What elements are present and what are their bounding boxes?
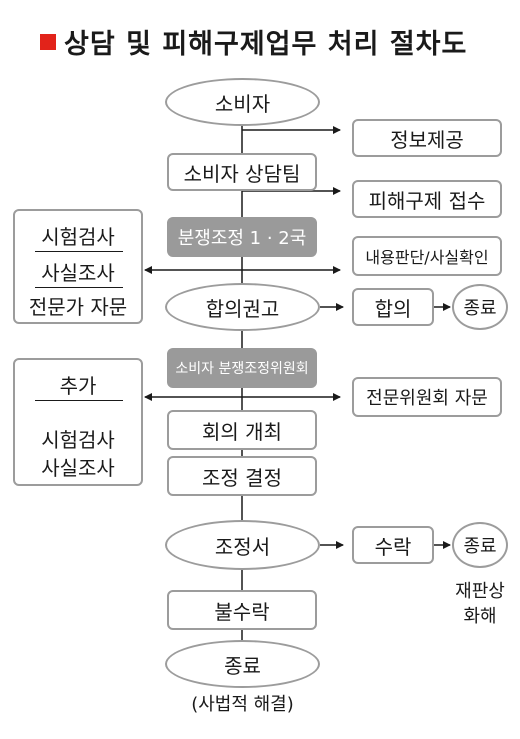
node-mediation-doc: 조정서 <box>165 520 320 570</box>
left-box1-divider-2 <box>35 287 123 288</box>
accept-note-line-1: 재판상 <box>455 581 505 602</box>
left-box2-divider <box>35 400 123 401</box>
left-box2-line-2: 시험검사 <box>41 428 115 452</box>
node-agree: 합의 <box>352 288 434 326</box>
node-judge-label: 내용판단/사실확인 <box>365 248 489 267</box>
node-consumer-label: 소비자 <box>214 91 271 116</box>
node-committee: 소비자 분쟁조정위원회 <box>167 348 317 388</box>
node-judge: 내용판단/사실확인 <box>352 236 502 276</box>
page-title: 상담 및 피해구제업무 처리 절차도 <box>40 22 467 61</box>
node-dispute-bureau: 분쟁조정 1 · 2국 <box>167 217 317 257</box>
node-counsel-team: 소비자 상담팀 <box>167 153 317 191</box>
node-expert-label: 전문위원회 자문 <box>366 388 488 409</box>
accept-note-line-2: 화해 <box>463 606 497 627</box>
node-end-label: 종료 <box>224 653 261 678</box>
title-marker <box>40 34 56 50</box>
left-box2-line-3: 사실조사 <box>41 456 115 480</box>
left-box1-divider-1 <box>35 251 123 252</box>
node-accept-end: 종료 <box>452 522 508 568</box>
node-agreement-recommend: 합의권고 <box>165 283 320 331</box>
left-box1-line-3: 전문가 자문 <box>28 295 128 319</box>
node-expert: 전문위원회 자문 <box>352 377 502 417</box>
left-box2-line-1: 추가 <box>59 374 97 398</box>
end-note: (사법적 해결) <box>191 694 294 715</box>
left-box1-line-1: 시험검사 <box>41 225 115 249</box>
node-counsel-team-label: 소비자 상담팀 <box>183 161 301 186</box>
node-reject: 불수락 <box>167 590 317 630</box>
title-text: 상담 및 피해구제업무 처리 절차도 <box>64 29 468 60</box>
node-agree-end-label: 종료 <box>463 298 497 319</box>
node-meeting-label: 회의 개최 <box>202 419 282 444</box>
node-decision: 조정 결정 <box>167 456 317 496</box>
left-box-additional: 추가 시험검사 사실조사 <box>13 358 143 486</box>
node-info-label: 정보제공 <box>390 127 464 152</box>
node-mediation-doc-label: 조정서 <box>214 534 271 559</box>
node-dispute-bureau-label: 분쟁조정 1 · 2국 <box>177 228 307 249</box>
node-consumer: 소비자 <box>165 78 320 126</box>
node-accept-end-label: 종료 <box>463 536 497 557</box>
node-decision-label: 조정 결정 <box>202 465 282 490</box>
node-agreement-recommend-label: 합의권고 <box>205 296 280 321</box>
node-reject-label: 불수락 <box>214 599 270 624</box>
node-agree-end: 종료 <box>452 284 508 330</box>
node-accept-label: 수락 <box>374 534 412 559</box>
node-relief-label: 피해구제 접수 <box>368 188 486 213</box>
node-agree-label: 합의 <box>374 296 412 321</box>
node-accept: 수락 <box>352 526 434 564</box>
left-box-investigation: 시험검사 사실조사 전문가 자문 <box>13 209 143 324</box>
node-meeting: 회의 개최 <box>167 410 317 450</box>
node-committee-label: 소비자 분쟁조정위원회 <box>175 361 309 377</box>
node-info: 정보제공 <box>352 119 502 157</box>
node-end: 종료 <box>165 640 320 688</box>
left-box1-line-2: 사실조사 <box>41 261 115 285</box>
node-relief: 피해구제 접수 <box>352 180 502 218</box>
